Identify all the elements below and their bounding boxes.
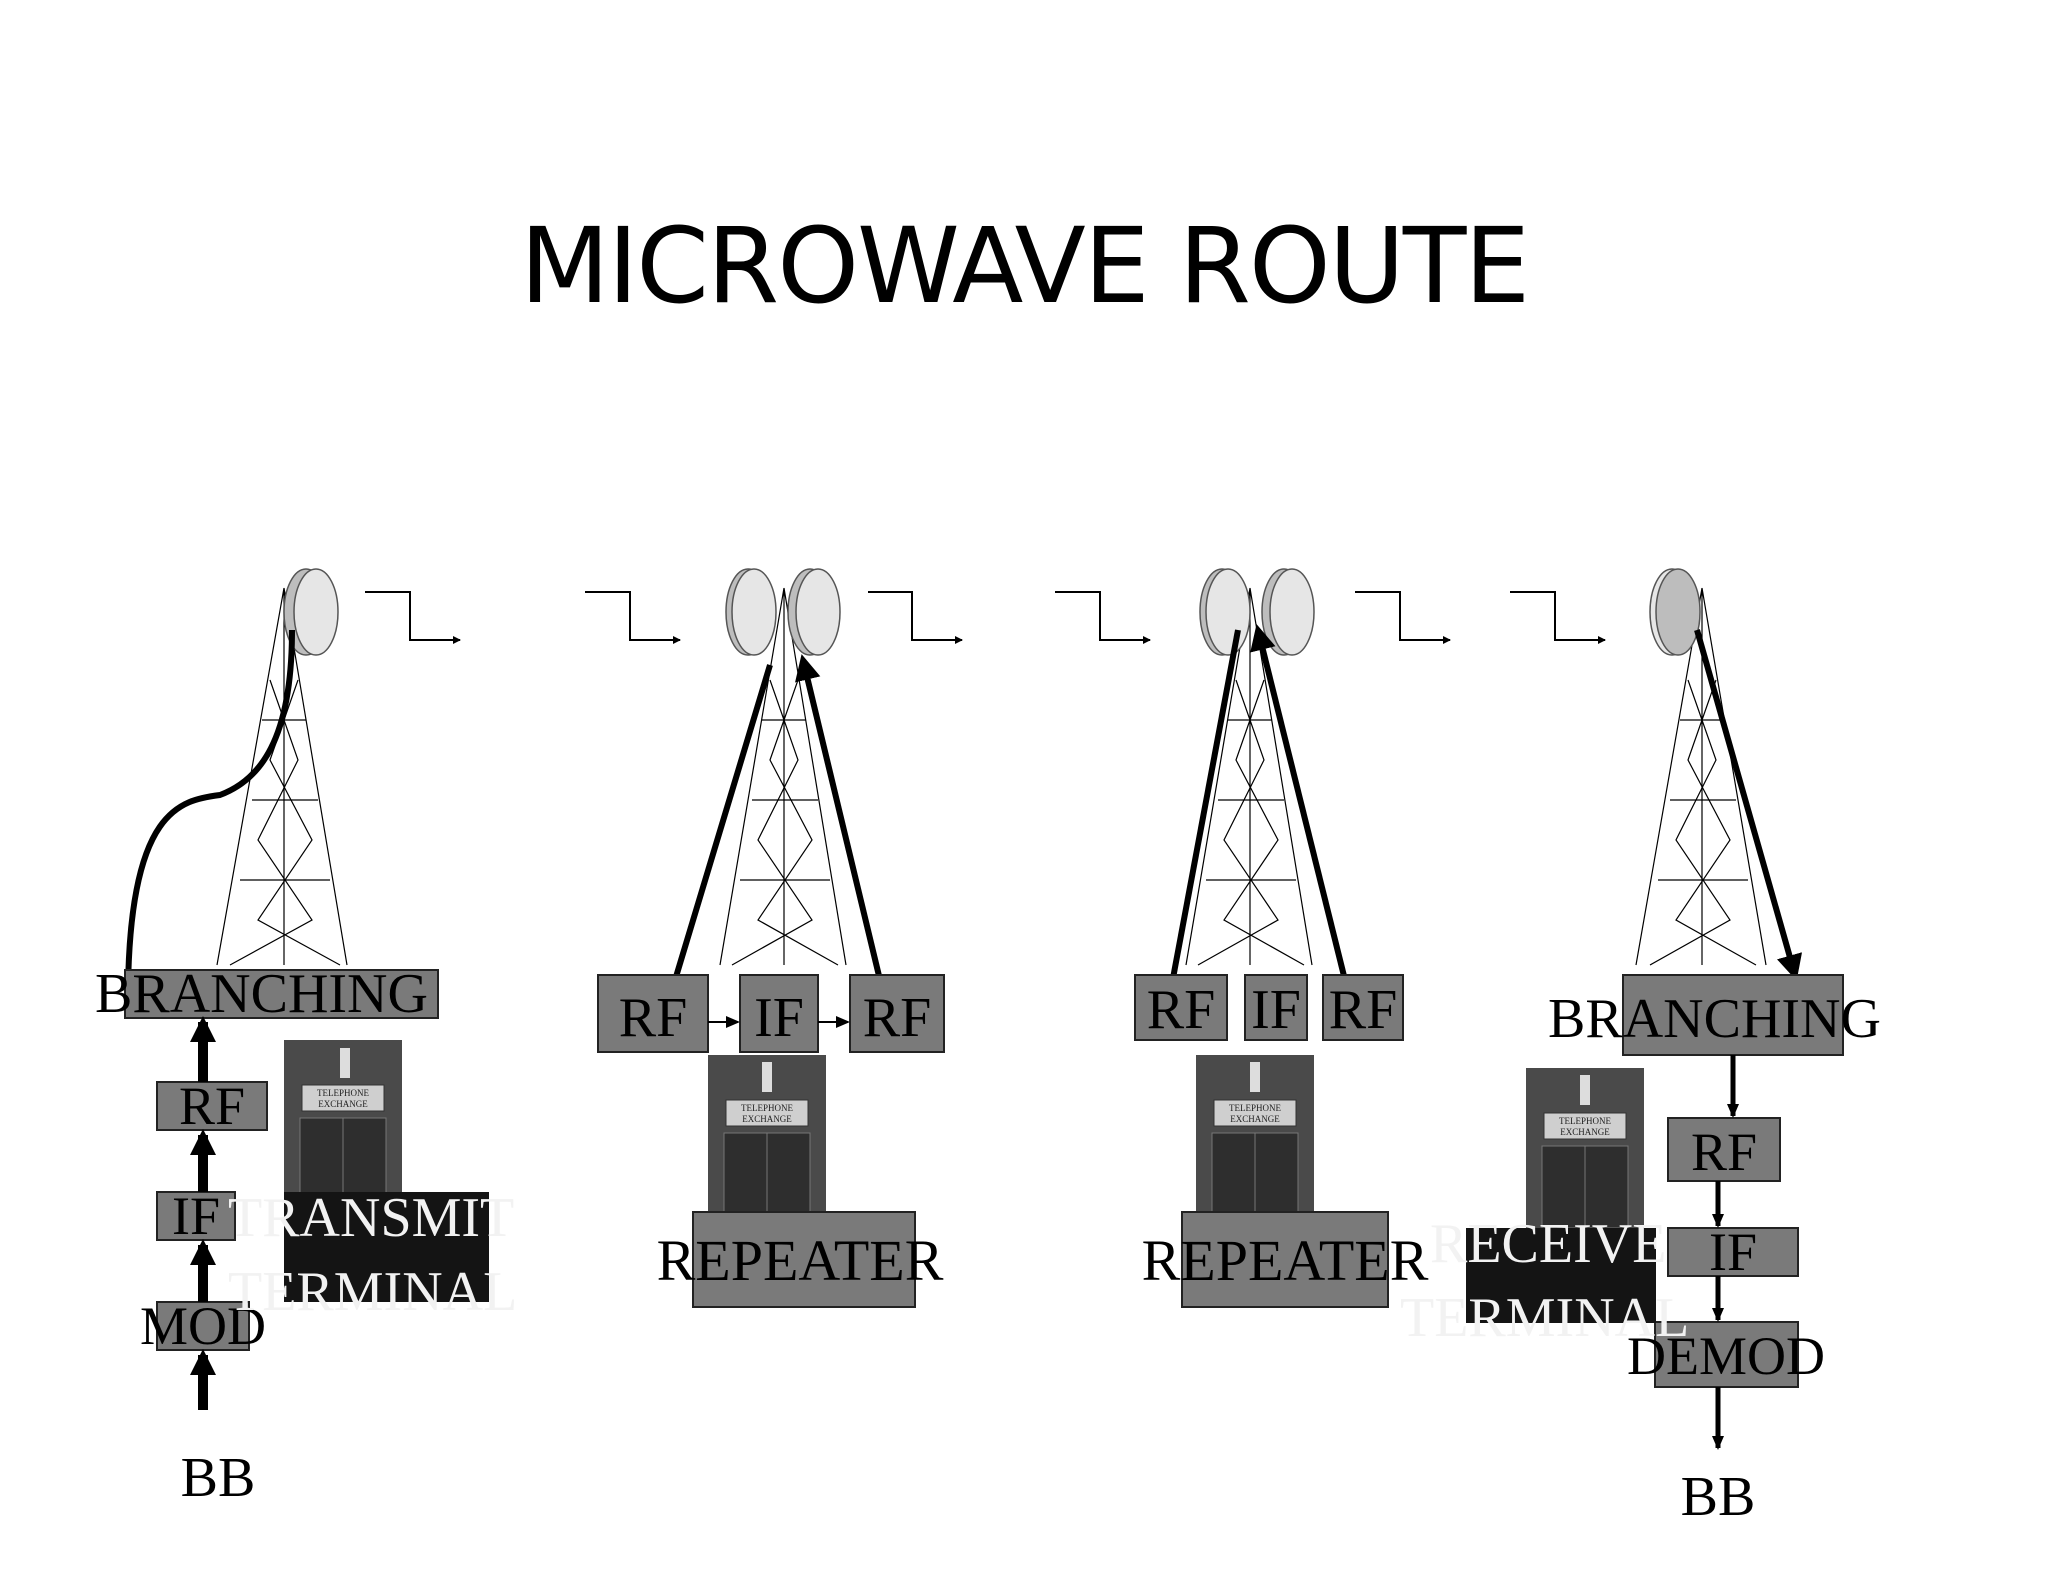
radio-signal-paths xyxy=(365,591,1606,644)
mod-box xyxy=(156,1301,250,1351)
repeater-station-1: RF IF RF REPEATER xyxy=(597,974,945,1308)
rf-box xyxy=(156,1081,268,1131)
repeater-station-2: RF IF RF REPEATER xyxy=(1134,974,1429,1308)
signal-path-3a xyxy=(1355,591,1451,644)
demod-label: DEMOD xyxy=(1627,1326,1825,1386)
if-box xyxy=(1667,1227,1799,1277)
demod-box xyxy=(1654,1321,1799,1388)
branching-label: BRANCHING xyxy=(1548,988,1881,1050)
signal-path-1b xyxy=(585,591,681,644)
receive-station: BRANCHING RF IF DEMOD BB RECEIVE TERMINA… xyxy=(1400,974,1881,1528)
page-title: MICROWAVE ROUTE xyxy=(519,205,1530,327)
repeater-label: REPEATER xyxy=(657,1228,944,1293)
svg-text:TELEPHONE: TELEPHONE xyxy=(741,1103,793,1113)
repeater-label: REPEATER xyxy=(1142,1228,1429,1293)
tower-3 xyxy=(1185,587,1313,966)
branching-label: BRANCHING xyxy=(95,963,428,1025)
antenna-dish-icon xyxy=(725,568,777,656)
terminal-label-line2: TERMINAL xyxy=(228,1261,517,1323)
if-label: IF xyxy=(1709,1222,1757,1282)
branching-box xyxy=(1622,974,1844,1056)
bb-output-label: BB xyxy=(1681,1466,1756,1528)
telephone-exchange-building-4: TELEPHONE EXCHANGE xyxy=(1526,1068,1644,1229)
waveguide-feed xyxy=(125,629,295,991)
rf-box xyxy=(1134,974,1228,1041)
terminal-label-line1: RECEIVE xyxy=(1430,1213,1666,1275)
repeater-box xyxy=(692,1211,916,1308)
rf-label: RF xyxy=(179,1076,245,1136)
transmit-station: BRANCHING RF IF MOD BB TRANSMIT TERMINAL xyxy=(95,963,517,1509)
antenna-dish-icon xyxy=(787,568,841,656)
signal-path-2b xyxy=(1055,591,1151,644)
svg-text:EXCHANGE: EXCHANGE xyxy=(318,1099,368,1109)
feed-arrow-down xyxy=(659,664,773,1016)
if-label: IF xyxy=(172,1186,220,1246)
if-box xyxy=(1244,974,1308,1041)
telephone-exchange-building-3: TELEPHONE EXCHANGE xyxy=(1196,1055,1314,1216)
svg-text:EXCHANGE: EXCHANGE xyxy=(742,1114,792,1124)
feed-arrow-down xyxy=(1694,629,1803,981)
telephone-exchange-building-1: TELEPHONE EXCHANGE xyxy=(284,1040,402,1201)
terminal-label-line1: TRANSMIT xyxy=(228,1187,514,1249)
svg-text:TELEPHONE: TELEPHONE xyxy=(1559,1116,1611,1126)
antenna-dish-icon xyxy=(1199,568,1251,656)
rf-label: RF xyxy=(619,987,688,1049)
svg-text:TELEPHONE: TELEPHONE xyxy=(317,1088,369,1098)
rf-box xyxy=(849,974,945,1053)
feed-arrow-up xyxy=(1250,624,1348,981)
branching-box xyxy=(124,969,439,1019)
tower-2 xyxy=(719,587,847,966)
if-label: IF xyxy=(1251,979,1301,1041)
rf-label: RF xyxy=(1691,1122,1757,1182)
antenna-dish-icon xyxy=(283,568,339,656)
rf-label: RF xyxy=(863,987,932,1049)
antenna-dish-icon xyxy=(1261,568,1315,656)
transmit-terminal-badge xyxy=(284,1192,489,1302)
signal-path-2a xyxy=(868,591,963,644)
rf-box xyxy=(1667,1117,1781,1182)
rf-box xyxy=(1322,974,1404,1041)
telephone-exchange-building-2: TELEPHONE EXCHANGE xyxy=(708,1055,826,1216)
svg-text:EXCHANGE: EXCHANGE xyxy=(1560,1127,1610,1137)
feed-arrow-down xyxy=(1158,629,1241,1011)
signal-path-3b xyxy=(1510,591,1606,644)
signal-path-1a xyxy=(365,591,461,644)
feed-arrow-up xyxy=(795,654,883,981)
antenna-dish-icon xyxy=(1649,568,1701,656)
svg-text:TELEPHONE: TELEPHONE xyxy=(1229,1103,1281,1113)
repeater-box xyxy=(1181,1211,1389,1308)
if-label: IF xyxy=(754,987,804,1049)
if-box xyxy=(739,974,819,1053)
svg-text:EXCHANGE: EXCHANGE xyxy=(1230,1114,1280,1124)
bb-input-label: BB xyxy=(181,1447,256,1509)
receive-terminal-badge xyxy=(1466,1228,1656,1323)
rf-label: RF xyxy=(1147,979,1216,1041)
rf-box xyxy=(597,974,709,1053)
rf-label: RF xyxy=(1329,979,1398,1041)
terminal-label-line2: TERMINAL xyxy=(1400,1287,1689,1349)
mod-label: MOD xyxy=(140,1296,266,1356)
if-box xyxy=(156,1191,236,1241)
